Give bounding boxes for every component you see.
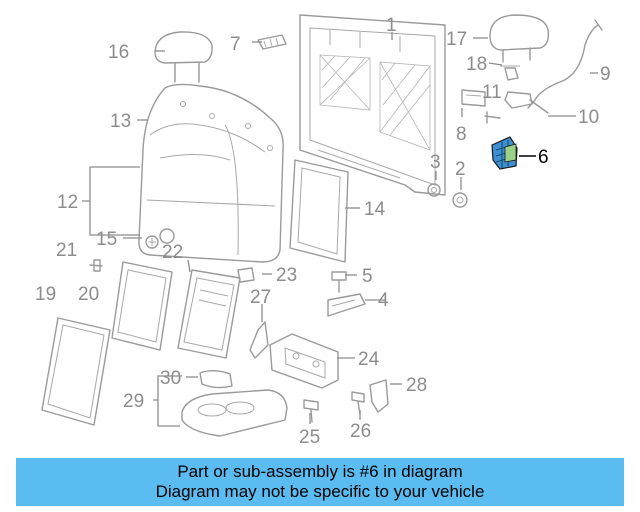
washer-15 <box>145 228 175 249</box>
screw-26 <box>351 391 365 415</box>
stud-23 <box>237 267 255 283</box>
callout-1: 1 <box>386 15 397 36</box>
release-button <box>461 89 486 107</box>
bracket-28 <box>369 379 389 413</box>
callout-27: 27 <box>250 287 271 308</box>
callout-4: 4 <box>378 290 389 311</box>
callout-6: 6 <box>538 147 549 168</box>
banner-line-2: Diagram may not be specific to your vehi… <box>155 482 485 501</box>
callout-15: 15 <box>96 229 117 250</box>
callout-22: 22 <box>162 242 183 263</box>
callout-labels: 1 2 3 4 5 6 7 8 9 10 11 12 13 14 15 16 1… <box>35 15 611 448</box>
callout-21: 21 <box>56 240 77 261</box>
seat-parts-diagram: 1 2 3 4 5 6 7 8 9 10 11 12 13 14 15 16 1… <box>35 14 611 448</box>
callout-13: 13 <box>110 111 131 132</box>
callout-23: 23 <box>276 265 297 286</box>
bracket-4 <box>327 293 366 317</box>
callout-26: 26 <box>350 421 371 442</box>
callout-5: 5 <box>362 266 373 287</box>
highlighted-part-6 <box>491 136 518 170</box>
clip-27 <box>249 321 269 359</box>
seat-panel-20 <box>111 261 173 351</box>
bolt-11 <box>484 111 501 124</box>
callout-2: 2 <box>455 159 466 180</box>
info-banner: Part or sub-assembly is #6 in diagram Di… <box>16 458 624 506</box>
callout-16: 16 <box>108 42 129 63</box>
callout-28: 28 <box>406 375 427 396</box>
callout-leaders <box>82 32 598 427</box>
headrest-left <box>154 31 213 83</box>
screw-21 <box>89 259 103 272</box>
cup-holder-30 <box>199 370 233 389</box>
release-cable <box>527 19 603 109</box>
callout-24: 24 <box>358 349 380 370</box>
callout-7: 7 <box>230 34 241 55</box>
callout-29: 29 <box>123 391 144 412</box>
bushing-2 <box>452 192 468 208</box>
back-panel <box>289 159 349 263</box>
callout-12: 12 <box>57 192 78 213</box>
callout-18: 18 <box>466 54 487 75</box>
callout-19: 19 <box>35 284 56 305</box>
release-lever <box>504 91 549 114</box>
callout-25: 25 <box>299 427 320 448</box>
callout-17: 17 <box>446 29 467 50</box>
callout-30: 30 <box>160 368 181 389</box>
callout-14: 14 <box>364 199 386 220</box>
seat-panel-19 <box>41 317 111 426</box>
callout-8: 8 <box>456 124 467 145</box>
callout-9: 9 <box>600 64 611 85</box>
guide-sleeve <box>500 65 520 81</box>
armrest-29 <box>181 389 288 437</box>
seat-frame <box>299 14 446 196</box>
bushing-3 <box>427 183 441 197</box>
callout-11: 11 <box>482 82 502 103</box>
screw-25 <box>303 399 319 423</box>
clip-7 <box>257 34 287 50</box>
headrest-right <box>489 14 550 63</box>
seat-back-cover <box>138 83 284 263</box>
bolt-5 <box>331 271 347 293</box>
hinge-bracket-24 <box>269 333 339 389</box>
callout-10: 10 <box>578 107 599 128</box>
seat-panel-22 <box>177 269 241 359</box>
callout-20: 20 <box>78 284 99 305</box>
banner-line-1: Part or sub-assembly is #6 in diagram <box>177 462 463 481</box>
callout-3: 3 <box>430 152 441 173</box>
